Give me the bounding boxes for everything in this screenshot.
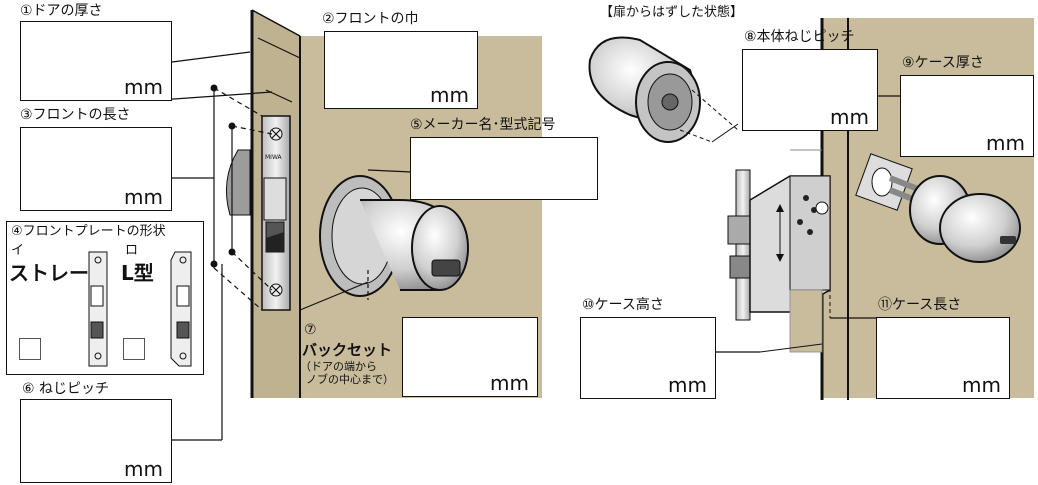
backset-note-2: ノブの中心まで） [306, 373, 394, 386]
unit-mm: mm [124, 457, 163, 481]
lock-case [727, 149, 831, 353]
brand-mark: MIWA [265, 154, 282, 161]
case-height-input[interactable]: mm [580, 317, 716, 399]
maker-model-label: ⑤メーカー名･型式記号 [410, 117, 556, 133]
l-type-checkbox[interactable] [123, 338, 145, 360]
screw-pitch-label: ⑥ ねじピッチ [22, 381, 110, 397]
left-knob [225, 149, 469, 297]
body-screw-pitch-label: ⑧本体ねじピッチ [744, 29, 855, 45]
removed-state-title: 【扉からはずした状態】 [600, 5, 744, 20]
screw-pitch-input[interactable]: mm [20, 399, 172, 483]
unit-mm: mm [962, 373, 1001, 397]
front-length-input[interactable]: mm [20, 127, 172, 211]
body-screw-pitch-input[interactable]: mm [742, 49, 878, 131]
backset-label: バックセット [302, 341, 393, 359]
right-knob [855, 153, 1021, 263]
left-dim-lines [159, 37, 413, 441]
case-length-input[interactable]: mm [876, 317, 1010, 399]
l-type-label: L型 [121, 261, 154, 285]
front-length-label: ③フロントの長さ [20, 107, 131, 123]
door-thickness-label: ①ドアの厚さ [20, 3, 103, 19]
straight-plate-icon [88, 251, 108, 367]
front-shape-label: ④フロントプレートの形状 [11, 224, 166, 239]
unit-mm: mm [490, 371, 529, 395]
backset-input[interactable]: mm [402, 317, 538, 397]
maker-model-input[interactable] [410, 137, 598, 200]
door-thickness-input[interactable]: mm [20, 21, 172, 101]
straight-label: ストレート [9, 261, 109, 285]
removed-knob [588, 36, 739, 143]
front-plate [261, 115, 291, 311]
unit-mm: mm [830, 105, 869, 129]
backset-number: ⑦ [304, 322, 317, 338]
l-mark: ロ [125, 243, 139, 258]
unit-mm: mm [986, 131, 1025, 155]
front-shape-panel: ④フロントプレートの形状 イ ストレート ロ L型 [6, 221, 204, 375]
case-height-label: ⑩ケース高さ [582, 297, 664, 313]
case-thickness-label: ⑨ケース厚さ [902, 55, 984, 71]
unit-mm: mm [124, 75, 163, 99]
l-plate-icon [170, 251, 192, 367]
backset-note-1: （ドアの端から [300, 360, 377, 373]
front-width-label: ②フロントの巾 [322, 11, 419, 27]
front-width-input[interactable]: mm [324, 31, 478, 109]
case-thickness-input[interactable]: mm [900, 75, 1034, 157]
unit-mm: mm [668, 373, 707, 397]
straight-mark: イ [11, 243, 25, 258]
unit-mm: mm [124, 185, 163, 209]
straight-checkbox[interactable] [19, 338, 41, 360]
case-length-label: ⑪ケース長さ [878, 297, 962, 313]
unit-mm: mm [430, 83, 469, 107]
